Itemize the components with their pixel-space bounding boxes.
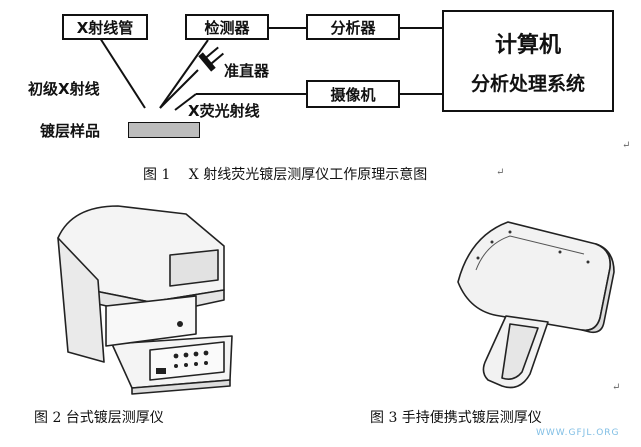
analysis-system-label: 分析处理系统 xyxy=(470,72,585,95)
watermark-text: WWW.GFJL.ORG xyxy=(536,428,620,438)
sample-block xyxy=(128,122,200,138)
return-mark-1: ↵ xyxy=(622,140,631,151)
figure-1-caption: 图 1 X 射线荧光镀层测厚仪工作原理示意图 xyxy=(143,167,428,183)
xray-tube-box: X射线管 xyxy=(62,14,148,40)
computer-label: 计算机 xyxy=(494,32,561,58)
xray-tube-label: X射线管 xyxy=(76,18,134,37)
return-mark-3: ↵ xyxy=(612,382,621,393)
sample-label: 镀层样品 xyxy=(40,122,101,140)
detector-label: 检测器 xyxy=(204,18,250,37)
analyzer-box: 分析器 xyxy=(306,14,400,40)
fluorescence-label: X荧光射线 xyxy=(188,102,260,120)
camera-box: 摄像机 xyxy=(306,80,400,108)
figure-2-caption: 图 2 台式镀层测厚仪 xyxy=(34,410,164,426)
analyzer-label: 分析器 xyxy=(330,18,376,37)
collimator-label: 准直器 xyxy=(224,62,270,80)
primary-xray-label: 初级X射线 xyxy=(28,80,100,98)
figure-3-caption: 图 3 手持便携式镀层测厚仪 xyxy=(370,410,542,426)
computer-box: 计算机 分析处理系统 xyxy=(442,10,614,112)
camera-label: 摄像机 xyxy=(330,85,376,104)
return-mark-2: ↵ xyxy=(496,167,505,178)
detector-box: 检测器 xyxy=(185,14,269,40)
